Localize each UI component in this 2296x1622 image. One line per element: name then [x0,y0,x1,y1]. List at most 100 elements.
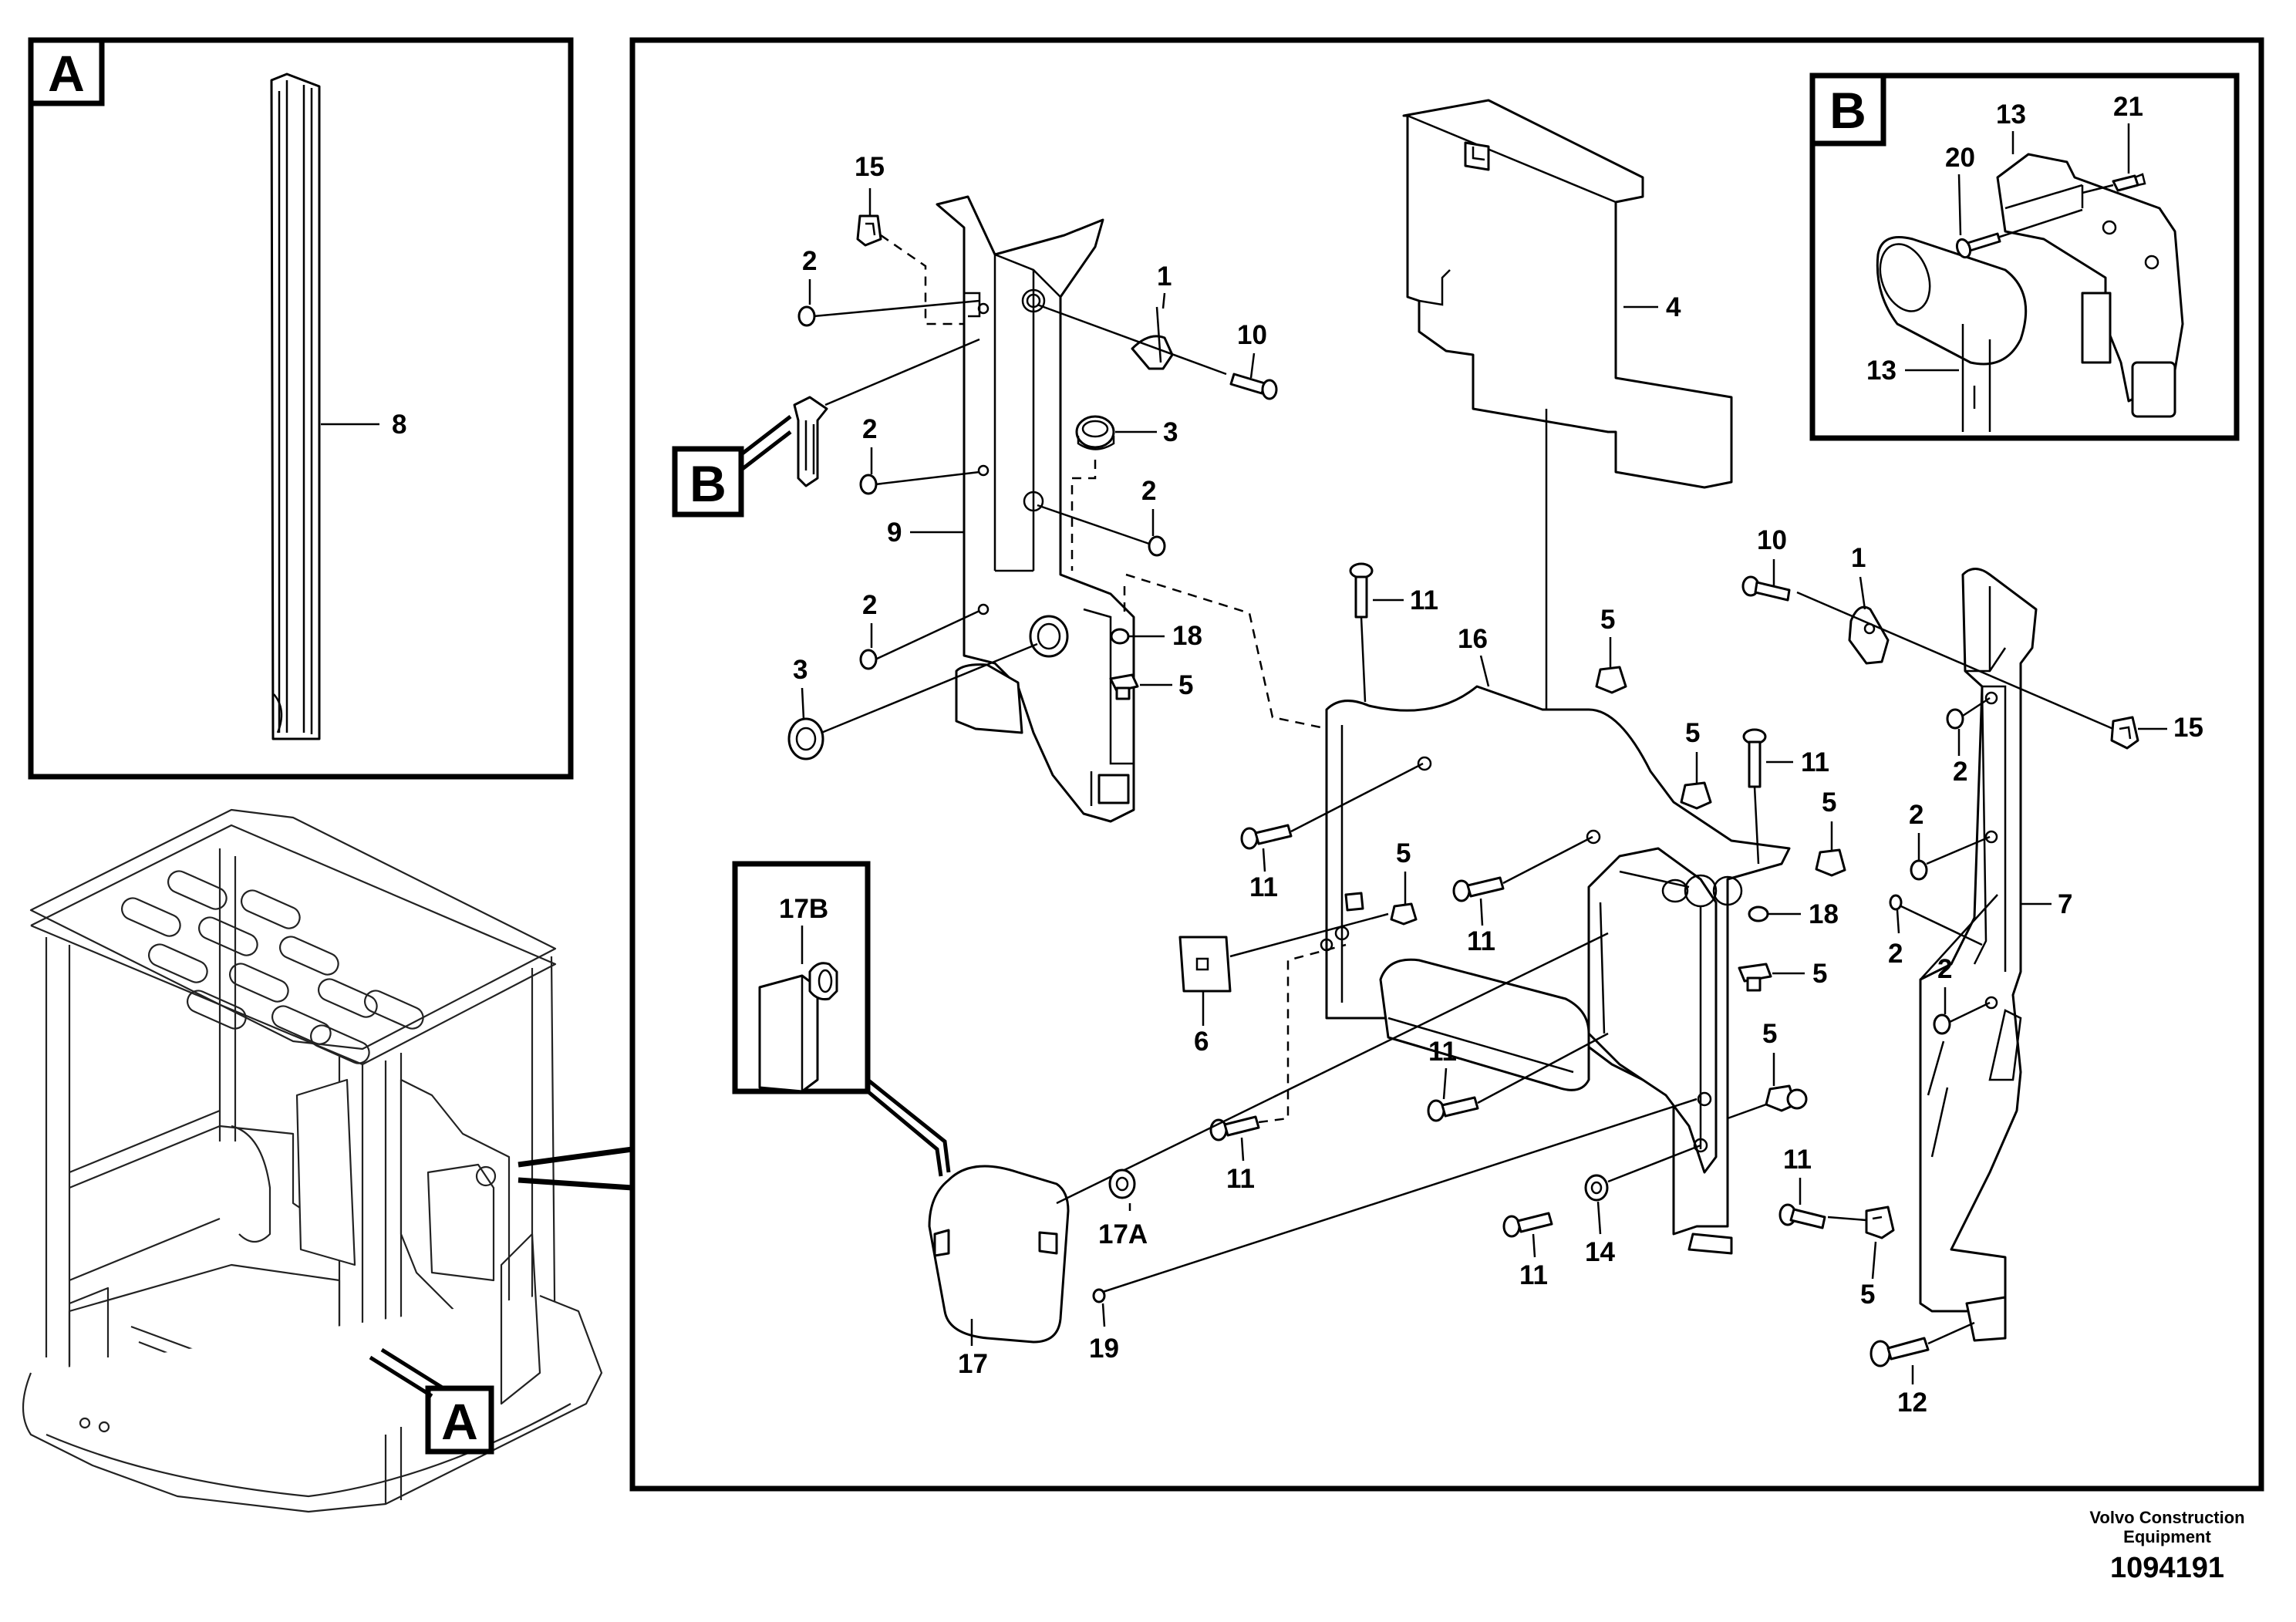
pillar-trim-part-9: 9 [887,195,1135,823]
callout-6: 6 [1194,1027,1209,1057]
callout-2-e: 2 [1953,757,1967,787]
view-label-b-box [1809,73,1886,147]
washer-part-18-left: 18 [1110,621,1202,651]
seal-strip-part-8 [270,73,321,740]
callout-8: 8 [392,410,406,440]
callout-3-top: 3 [1163,417,1178,447]
callout-2-g: 2 [1888,939,1903,969]
footer: Volvo Construction Equipment 1094191 [2089,1508,2244,1584]
clip-part-5-c: 5 [1815,787,1846,877]
knob-part-13 [1876,236,2028,366]
callout-5-f: 5 [1396,838,1411,868]
callout-5-a: 5 [1600,605,1615,635]
callout-2-b: 2 [862,414,877,444]
callout-2-f: 2 [1909,800,1923,830]
plate-part-6: 6 [1178,892,1389,1057]
callout-11-f: 11 [1226,1164,1255,1194]
bolt-part-11-e: 11 [1427,1032,1609,1122]
washer-part-18-right: 18 [1748,899,1839,929]
callout-21: 21 [2113,92,2143,122]
clip-part-15-right: 15 [2110,713,2203,750]
callout-18-left: 18 [1172,621,1202,651]
bolt-part-11-b: 11 [1240,762,1424,902]
cabin-overview [22,808,603,1513]
view-label-a-cabin: A [441,1393,478,1450]
callout-15-left: 15 [855,152,885,182]
bolt-part-11-d: 11 [1742,728,1829,865]
callout-11-d: 11 [1801,747,1829,777]
bolt-part-10-right: 10 [1741,525,1791,602]
main-view-frame [629,37,2264,1492]
callout-1-right: 1 [1851,543,1866,573]
callout-17B: 17B [779,894,828,924]
knob-part-3-top: 3 [1070,415,1178,571]
view-label-a-box [28,37,105,106]
clip-part-5-e: 5 [1727,1019,1808,1120]
callout-19: 19 [1089,1334,1119,1364]
bolt-part-11-a: 11 [1349,562,1438,703]
callout-5-e: 5 [1762,1019,1777,1049]
cabin-callout-a: A [369,1347,494,1455]
callout-11-h: 11 [1783,1145,1812,1175]
pillar-trim-part-7: 7 [1919,568,2072,1342]
callout-20: 20 [1945,143,1975,173]
callout-2-d: 2 [862,590,877,620]
clip-part-5-b: 5 [1680,718,1712,810]
callout-12: 12 [1897,1388,1927,1418]
screws-part-2-right: 2 2 2 2 [1888,696,1991,1035]
manufacturer-line1: Volvo Construction [2089,1508,2244,1527]
callout-2-h: 2 [1937,954,1952,984]
callout-13-left: 13 [1866,356,1896,386]
roof-panels [120,870,424,1064]
hook-part-1-left: 1 [1037,261,1227,376]
bolt-part-11-f: 11 [1209,943,1347,1194]
callout-1-left: 1 [1157,261,1172,292]
manufacturer-line2: Equipment [2123,1527,2211,1546]
nut-part-5-d: 5 [1738,959,1827,992]
callout-11-c: 11 [1467,926,1495,956]
callout-9: 9 [887,518,902,548]
callout-5-b: 5 [1685,718,1700,748]
pin-part-19: 19 [1089,1098,1698,1364]
cover-part-17: 17 [928,932,1609,1379]
callout-5-c: 5 [1822,787,1836,818]
bolt-part-12: 12 [1870,1321,1975,1418]
clip-part-5-a: 5 [1595,605,1627,694]
callout-14: 14 [1585,1237,1615,1267]
rear-panel-part-16: 16 [1320,624,1791,1255]
callout-17: 17 [958,1349,988,1379]
washer-part-14: 14 [1584,1144,1701,1267]
callout-5-d: 5 [1812,959,1827,989]
bolt-part-10-left: 10 [1229,320,1278,400]
callout-13-top: 13 [1996,99,2026,130]
callout-10-left: 10 [1237,320,1267,350]
detail-view-a: A 8 [28,37,574,780]
nut-part-5-left: 5 [1109,573,1366,738]
drawing-number: 1094191 [2110,1552,2224,1584]
washer-part-17A: 17A [1098,1168,1148,1249]
callout-5-g: 5 [1860,1280,1875,1310]
callout-4: 4 [1666,292,1681,322]
bolt-part-11-c: 11 [1452,835,1593,956]
bolt-part-11-h: 11 [1778,1145,1826,1229]
detail-view-17B: 17B [732,861,951,1177]
view-callout-b: B [672,338,980,518]
callout-5-left: 5 [1178,670,1193,700]
view-label-b: B [1829,82,1866,139]
callout-18-right: 18 [1809,899,1839,929]
callout-11-a: 11 [1410,585,1438,615]
screws-part-2-left: 2 2 2 2 [797,246,1166,670]
view-label-a: A [48,45,85,102]
callout-10-right: 10 [1757,525,1787,555]
clip-part-15-left: 15 [855,152,964,325]
clip-part-5-g: 5 [1827,1206,1895,1310]
callout-7: 7 [2058,889,2072,919]
detail-view-b: B 13 21 20 13 [1809,73,2240,441]
view-label-b-pointer: B [689,455,727,512]
callout-15-right: 15 [2173,713,2203,743]
callout-3-bottom: 3 [793,655,807,685]
knob-part-3-bottom: 3 [787,642,1038,760]
callout-17A: 17A [1098,1219,1148,1249]
callout-16: 16 [1458,624,1488,654]
